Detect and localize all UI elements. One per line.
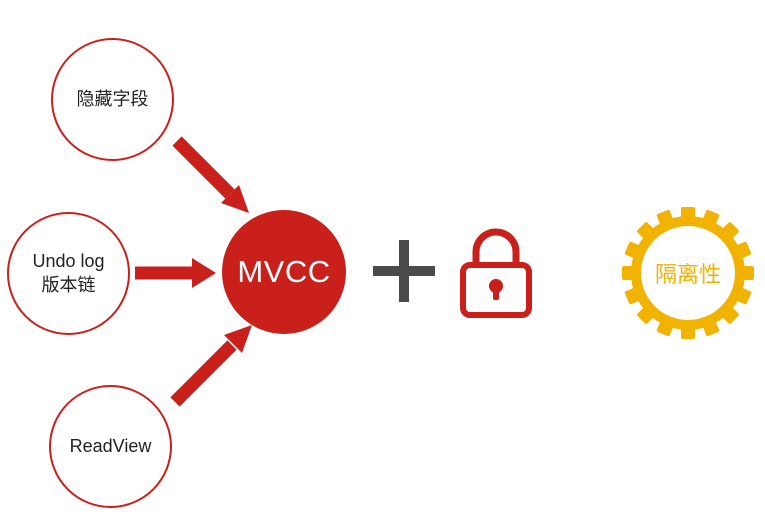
lock-icon xyxy=(460,228,532,318)
result-label: 隔离性 xyxy=(654,262,721,287)
node-hidden-fields: 隐藏字段 xyxy=(51,38,174,161)
node-readview: ReadView xyxy=(49,385,172,508)
node-undo-log-line-1: Undo log xyxy=(32,251,105,272)
result-label-wrap: 隔离性 xyxy=(620,205,756,341)
arrow-hidden-fields-to-mvcc xyxy=(172,136,249,213)
node-mvcc: MVCC xyxy=(222,210,346,334)
node-readview-label: ReadView xyxy=(69,435,152,456)
node-undo-log: Undo log 版本链 xyxy=(7,212,130,335)
node-undo-log-line-2: 版本链 xyxy=(41,274,96,295)
node-hidden-fields-label: 隐藏字段 xyxy=(76,88,149,109)
arrow-undo-log-to-mvcc xyxy=(135,258,216,288)
plus-icon xyxy=(373,240,435,302)
node-mvcc-label: MVCC xyxy=(237,254,331,289)
arrow-readview-to-mvcc xyxy=(170,325,252,407)
gear-icon xyxy=(622,207,754,339)
